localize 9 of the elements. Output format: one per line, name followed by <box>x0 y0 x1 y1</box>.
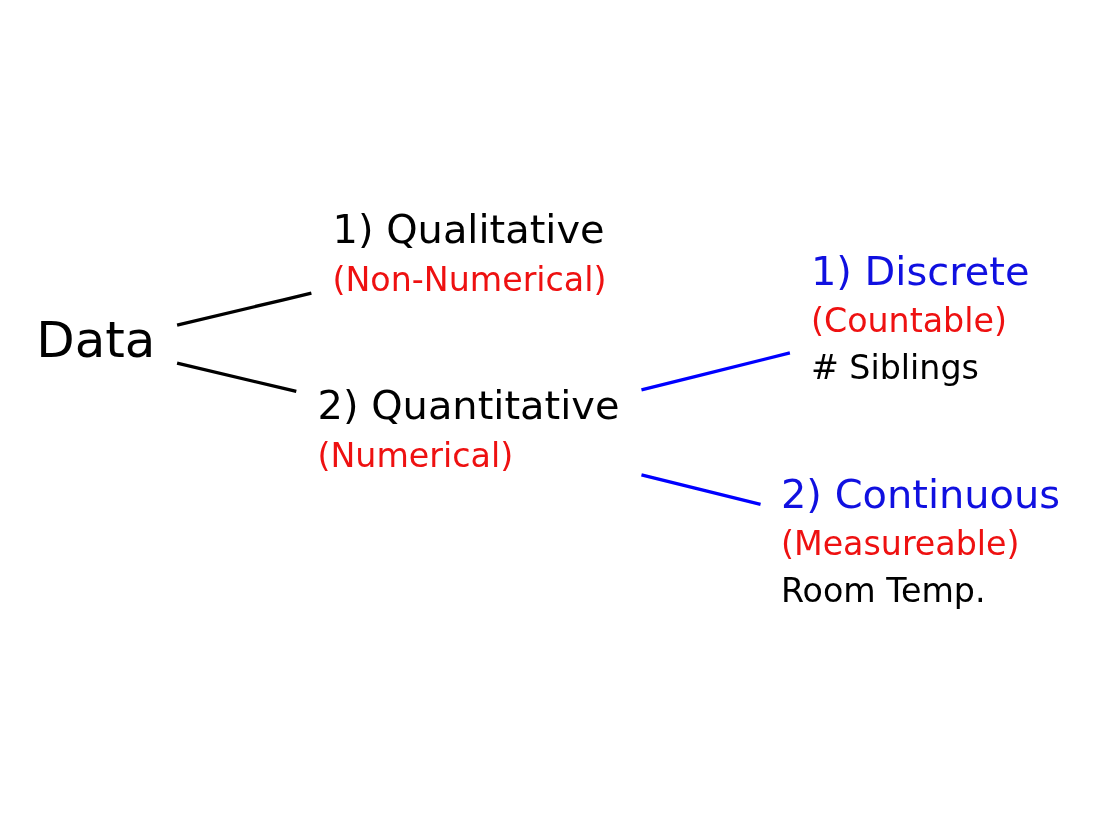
node-text: 1) Qualitative (Non-Numerical) <box>332 205 607 299</box>
connector <box>641 351 791 392</box>
node-text: 1) Discrete (Countable) # Siblings <box>810 247 1030 388</box>
connector <box>176 361 297 394</box>
node-text: 2) Quantitative (Numerical) <box>317 382 620 476</box>
connector <box>176 291 312 327</box>
node-text: 2) Continuous (Measureable) Room Temp. <box>780 470 1061 611</box>
connector <box>641 473 761 506</box>
node-text: Data <box>36 311 156 370</box>
